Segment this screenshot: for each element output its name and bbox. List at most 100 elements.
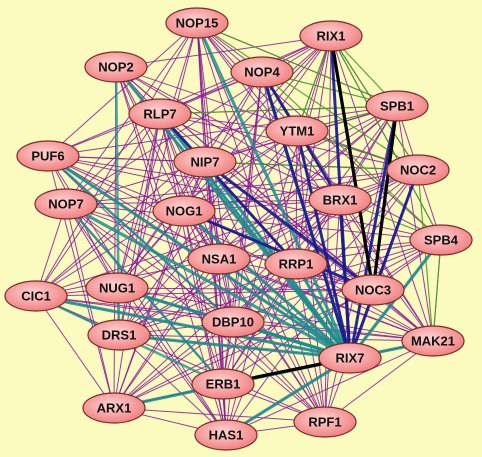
edge-mak21-spb4 xyxy=(432,239,442,342)
node-mak21[interactable]: MAK21 xyxy=(401,325,465,357)
node-ellipse xyxy=(401,325,465,357)
node-ellipse xyxy=(82,392,146,424)
edge-nip7-cic1 xyxy=(35,161,206,297)
node-spb1[interactable]: SPB1 xyxy=(365,90,429,122)
edge-ytm1-nog1 xyxy=(183,130,298,212)
node-nop15[interactable]: NOP15 xyxy=(165,7,229,39)
node-ellipse xyxy=(87,319,151,351)
edge-rlp7-nug1 xyxy=(116,113,161,289)
node-label: ARX1 xyxy=(97,401,132,416)
edge-spb1-mak21 xyxy=(396,105,434,342)
edge-rrp1-rix7 xyxy=(294,263,352,359)
edge-brx1-rpf1 xyxy=(324,199,341,423)
edge-noc2-rix7 xyxy=(348,169,420,359)
edge-spb1-rix7 xyxy=(348,105,399,359)
edge-cic1-rix7 xyxy=(35,294,351,360)
edge-rix1-rrp1 xyxy=(295,35,332,265)
edge-drs1-has1 xyxy=(118,334,227,436)
edge-spb1-nop15 xyxy=(196,22,398,107)
node-cic1[interactable]: CIC1 xyxy=(4,280,68,312)
node-nop4[interactable]: NOP4 xyxy=(230,56,294,88)
node-label: DBP10 xyxy=(212,315,254,330)
edge-spb4-rix1 xyxy=(330,35,442,241)
node-label: RIX7 xyxy=(336,351,365,366)
node-ellipse xyxy=(84,51,148,83)
edge-brx1-mak21 xyxy=(339,199,434,342)
edge-rix1-nip7 xyxy=(204,35,332,163)
node-label: NIP7 xyxy=(191,155,220,170)
edge-cic1-rpf1 xyxy=(35,295,326,423)
edge-nop4-nug1 xyxy=(116,71,263,289)
node-label: RIX1 xyxy=(317,29,346,44)
node-nop7[interactable]: NOP7 xyxy=(34,188,98,220)
node-noc3[interactable]: NOC3 xyxy=(341,274,405,306)
edge-nip7-noc3 xyxy=(204,160,374,292)
node-rrp1[interactable]: RRP1 xyxy=(264,248,328,280)
edge-rlp7-arx1 xyxy=(113,113,161,409)
node-rpf1[interactable]: RPF1 xyxy=(293,406,357,438)
node-ellipse xyxy=(191,368,255,400)
edge-drs1-rix7 xyxy=(118,333,351,360)
node-nog1[interactable]: NOG1 xyxy=(152,195,216,227)
edge-spb4-nsa1 xyxy=(218,239,442,260)
edge-cic1-dbp10 xyxy=(35,295,234,323)
node-rlp7[interactable]: RLP7 xyxy=(128,98,192,130)
node-ellipse xyxy=(85,272,149,304)
node-label: CIC1 xyxy=(21,289,51,304)
edge-nop15-rix7 xyxy=(195,22,352,359)
node-puf6[interactable]: PUF6 xyxy=(16,140,80,172)
edge-mak21-rpf1 xyxy=(324,340,434,423)
edge-nop15-nug1 xyxy=(116,22,198,289)
node-brx1[interactable]: BRX1 xyxy=(308,184,372,216)
node-label: NUG1 xyxy=(99,281,135,296)
node-ellipse xyxy=(341,274,405,306)
node-nsa1[interactable]: NSA1 xyxy=(187,243,251,275)
edge-rix1-noc3 xyxy=(329,35,375,291)
node-dbp10[interactable]: DBP10 xyxy=(201,306,265,338)
edge-ytm1-rix7 xyxy=(295,130,352,359)
node-ellipse xyxy=(386,154,450,186)
node-rix7[interactable]: RIX7 xyxy=(318,342,382,374)
node-ellipse xyxy=(365,90,429,122)
node-label: NOP7 xyxy=(48,197,83,212)
node-label: SPB4 xyxy=(424,233,459,248)
node-has1[interactable]: HAS1 xyxy=(194,419,258,451)
node-nug1[interactable]: NUG1 xyxy=(85,272,149,304)
node-ytm1[interactable]: YTM1 xyxy=(265,115,329,147)
node-label: NSA1 xyxy=(202,252,237,267)
node-label: YTM1 xyxy=(280,124,315,139)
edge-spb4-erb1 xyxy=(222,239,442,385)
edge-puf6-dbp10 xyxy=(47,155,234,323)
node-ellipse xyxy=(152,195,216,227)
node-erb1[interactable]: ERB1 xyxy=(191,368,255,400)
edge-spb4-arx1 xyxy=(113,239,442,409)
node-ellipse xyxy=(187,243,251,275)
edge-drs1-mak21 xyxy=(118,334,434,342)
edge-rrp1-arx1 xyxy=(113,263,297,409)
node-spb4[interactable]: SPB4 xyxy=(409,224,473,256)
edge-rix1-has1 xyxy=(225,35,332,436)
node-noc2[interactable]: NOC2 xyxy=(386,154,450,186)
node-label: PUF6 xyxy=(31,149,64,164)
edge-rix1-puf6 xyxy=(47,35,332,157)
node-ellipse xyxy=(128,98,192,130)
edge-nop2-noc2 xyxy=(115,66,419,171)
node-nip7[interactable]: NIP7 xyxy=(173,146,237,178)
edge-nop4-rrp1 xyxy=(261,71,297,265)
node-nop2[interactable]: NOP2 xyxy=(84,51,148,83)
edge-noc2-nop7 xyxy=(65,169,419,205)
node-label: BRX1 xyxy=(323,193,358,208)
node-drs1[interactable]: DRS1 xyxy=(87,319,151,351)
edge-nop7-has1 xyxy=(65,203,227,436)
node-label: ERB1 xyxy=(206,377,241,392)
node-rix1[interactable]: RIX1 xyxy=(299,20,363,52)
edge-rlp7-nog1 xyxy=(159,113,185,212)
edge-nug1-mak21 xyxy=(116,287,434,342)
edge-nug1-has1 xyxy=(116,287,227,436)
edge-noc2-nug1 xyxy=(116,169,419,289)
node-arx1[interactable]: ARX1 xyxy=(82,392,146,424)
edge-spb1-rlp7 xyxy=(159,105,398,115)
node-ellipse xyxy=(230,56,294,88)
